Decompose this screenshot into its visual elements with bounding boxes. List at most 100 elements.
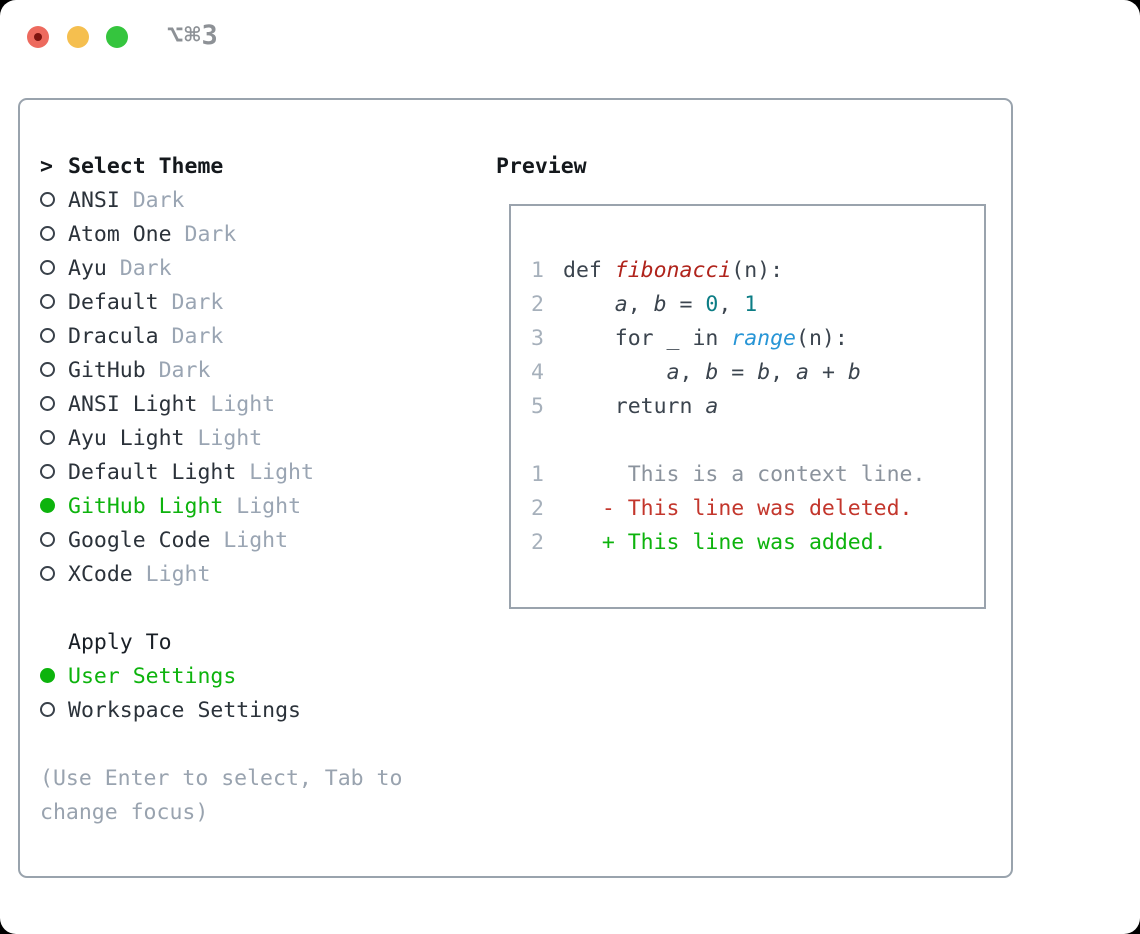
spacer bbox=[40, 728, 402, 762]
theme-option-ayu[interactable]: Ayu Dark bbox=[40, 252, 402, 286]
code-token-plain: (n): bbox=[796, 326, 848, 351]
code-token-variable: a bbox=[796, 360, 809, 385]
radio-icon bbox=[40, 456, 68, 490]
close-button[interactable] bbox=[27, 26, 49, 48]
theme-name: ANSI bbox=[68, 188, 120, 213]
diff-text-context: This is a context line. bbox=[563, 462, 926, 487]
zoom-button[interactable] bbox=[106, 26, 128, 48]
theme-variant: Light bbox=[210, 528, 289, 553]
theme-variant: Dark bbox=[119, 188, 185, 213]
code-line-3: 3 for _ in range(n): bbox=[531, 322, 984, 356]
code-token-plain: , bbox=[679, 360, 706, 385]
code-token-variable: b bbox=[757, 360, 771, 385]
code-token-plain: = bbox=[666, 292, 706, 317]
code-token-plain: , bbox=[718, 292, 745, 317]
titlebar: ⌥⌘3 bbox=[0, 0, 1140, 76]
theme-option-ansi[interactable]: ANSI Dark bbox=[40, 184, 402, 218]
theme-variant: Light bbox=[132, 562, 211, 587]
theme-option-atom-one[interactable]: Atom One Dark bbox=[40, 218, 402, 252]
spacer bbox=[40, 592, 402, 626]
code-token-plain: , bbox=[627, 292, 654, 317]
radio-icon bbox=[40, 558, 68, 592]
theme-section-header: >Select Theme bbox=[40, 150, 402, 184]
circle-icon bbox=[40, 566, 55, 581]
circle-icon bbox=[40, 226, 55, 241]
theme-variant: Dark bbox=[145, 358, 211, 383]
theme-option-ayu-light[interactable]: Ayu Light Light bbox=[40, 422, 402, 456]
theme-name: Default Light bbox=[68, 460, 237, 485]
code-token-function: fibonacci bbox=[614, 258, 732, 283]
code-token-number: 0 bbox=[705, 292, 719, 317]
preview-header: Preview bbox=[496, 154, 587, 179]
diff-line-added: 2 + This line was added. bbox=[531, 526, 984, 560]
hint-line-2: change focus) bbox=[40, 800, 209, 825]
theme-option-dracula[interactable]: Dracula Dark bbox=[40, 320, 402, 354]
theme-option-google-code[interactable]: Google Code Light bbox=[40, 524, 402, 558]
code-token-plain bbox=[563, 360, 667, 385]
theme-variant: Light bbox=[184, 426, 263, 451]
selected-radio-icon bbox=[40, 660, 68, 694]
theme-option-ansi-light[interactable]: ANSI Light Light bbox=[40, 388, 402, 422]
radio-icon bbox=[40, 694, 68, 728]
code-token-variable: a bbox=[666, 360, 680, 385]
theme-option-github-light[interactable]: GitHub Light Light bbox=[40, 490, 402, 524]
circle-icon bbox=[40, 294, 55, 309]
radio-icon bbox=[40, 218, 68, 252]
code-line-2: 2 a, b = 0, 1 bbox=[531, 288, 984, 322]
line-number: 5 bbox=[531, 394, 544, 419]
code-line-4: 4 a, b = b, a + b bbox=[531, 356, 984, 390]
code-token-variable: a bbox=[705, 394, 719, 419]
radio-icon bbox=[40, 320, 68, 354]
apply-option-label: Workspace Settings bbox=[68, 698, 301, 723]
theme-option-github[interactable]: GitHub Dark bbox=[40, 354, 402, 388]
theme-name: Atom One bbox=[68, 222, 172, 247]
apply-option-label: User Settings bbox=[68, 664, 237, 689]
code-token-number: 1 bbox=[744, 292, 758, 317]
code-token-plain bbox=[563, 292, 615, 317]
blank-line bbox=[531, 424, 984, 458]
apply-option-user-settings[interactable]: User Settings bbox=[40, 660, 402, 694]
line-number: 1 bbox=[531, 462, 544, 487]
apply-section-header-label: Apply To bbox=[68, 630, 172, 655]
line-number: 2 bbox=[531, 530, 544, 555]
diff-text-deleted: - This line was deleted. bbox=[563, 496, 913, 521]
minimize-button[interactable] bbox=[67, 26, 89, 48]
circle-icon bbox=[40, 362, 55, 377]
code-token-plain: (n): bbox=[731, 258, 784, 283]
theme-variant: Dark bbox=[158, 290, 224, 315]
line-number: 3 bbox=[531, 326, 544, 351]
apply-option-workspace-settings[interactable]: Workspace Settings bbox=[40, 694, 402, 728]
theme-variant: Dark bbox=[158, 324, 224, 349]
theme-option-default[interactable]: Default Dark bbox=[40, 286, 402, 320]
filled-dot-icon bbox=[40, 498, 55, 513]
theme-option-xcode[interactable]: XCode Light bbox=[40, 558, 402, 592]
theme-name: ANSI Light bbox=[68, 392, 198, 417]
radio-icon bbox=[40, 422, 68, 456]
theme-name: Default bbox=[68, 290, 159, 315]
theme-variant: Dark bbox=[171, 222, 237, 247]
circle-icon bbox=[40, 430, 55, 445]
theme-name: GitHub Light bbox=[68, 494, 224, 519]
radio-icon bbox=[40, 252, 68, 286]
circle-icon bbox=[40, 328, 55, 343]
code-token-plain: for _ in bbox=[563, 326, 732, 351]
filled-dot-icon bbox=[40, 668, 55, 683]
theme-option-default-light[interactable]: Default Light Light bbox=[40, 456, 402, 490]
diff-line-context: 1 This is a context line. bbox=[531, 458, 984, 492]
line-number: 4 bbox=[531, 360, 544, 385]
theme-section-header-label: Select Theme bbox=[68, 154, 224, 179]
theme-name: Dracula bbox=[68, 324, 159, 349]
theme-name: Google Code bbox=[68, 528, 211, 553]
line-number: 2 bbox=[531, 292, 544, 317]
code-token-plain: + bbox=[809, 360, 848, 385]
radio-icon bbox=[40, 286, 68, 320]
close-dot-icon bbox=[34, 33, 42, 41]
line-number: 2 bbox=[531, 496, 544, 521]
diff-line-deleted: 2 - This line was deleted. bbox=[531, 492, 984, 526]
code-token-plain: def bbox=[563, 258, 615, 283]
